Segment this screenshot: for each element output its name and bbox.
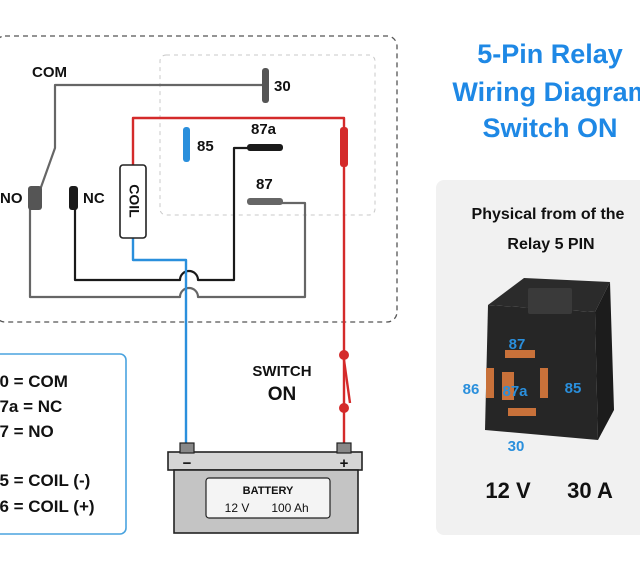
relay-cube xyxy=(485,278,614,440)
terminal-86 xyxy=(486,368,494,398)
spec-current: 30 A xyxy=(567,478,613,503)
terminal-30 xyxy=(508,408,536,416)
switch-arm xyxy=(342,359,352,404)
no-wire xyxy=(28,201,307,299)
red-wire xyxy=(131,116,346,455)
label-30: 30 xyxy=(274,78,291,95)
relay-boundary xyxy=(0,35,398,323)
com-wire xyxy=(38,83,262,191)
label-85: 85 xyxy=(197,138,214,155)
battery-lid xyxy=(167,451,363,471)
battery-capacity: 100 Ah xyxy=(271,501,308,515)
pin-nc xyxy=(69,186,78,210)
switch-top-contact xyxy=(339,350,349,360)
label-87: 87 xyxy=(256,176,273,193)
pin-87a xyxy=(247,144,283,151)
battery xyxy=(167,442,363,534)
legend-item: 87 = NO xyxy=(0,422,54,441)
pin-30 xyxy=(262,68,269,103)
title-line-1: 5-Pin Relay xyxy=(477,39,623,69)
terminal-87 xyxy=(505,350,535,358)
battery-voltage: 12 V xyxy=(225,501,250,515)
battery-label-plate xyxy=(205,477,331,519)
pin-red-top xyxy=(340,127,348,167)
phys-pin-87a: 87a xyxy=(502,383,528,400)
spec-voltage: 12 V xyxy=(485,478,531,503)
label-87a: 87a xyxy=(251,121,277,138)
coil-label: COIL xyxy=(126,184,142,218)
phys-pin-30: 30 xyxy=(508,438,525,455)
label-com: COM xyxy=(32,64,67,81)
switch-label: SWITCH xyxy=(252,363,311,380)
battery-terminal-plus xyxy=(336,442,352,454)
gray-wires xyxy=(28,83,307,299)
legend-item: 85 = COIL (-) xyxy=(0,471,90,490)
legend-box xyxy=(0,353,127,535)
pin-85 xyxy=(183,127,190,162)
switch-bottom-contact xyxy=(339,403,349,413)
terminal-87a xyxy=(502,372,514,400)
battery-terminal-minus xyxy=(179,442,195,454)
blue-wire xyxy=(131,238,188,455)
battery-minus: − xyxy=(183,455,192,472)
terminal-85 xyxy=(540,368,548,398)
switch xyxy=(339,350,352,413)
pin-87 xyxy=(247,198,283,205)
physical-title-line-2: Relay 5 PIN xyxy=(507,236,594,253)
battery-plus: + xyxy=(340,455,349,472)
coil-body xyxy=(119,164,147,239)
label-no: NO xyxy=(0,190,23,207)
nc-wire xyxy=(73,146,250,282)
relay-mount-tab xyxy=(528,288,572,314)
legend-item: 30 = COM xyxy=(0,372,68,391)
phys-pin-87: 87 xyxy=(509,336,526,353)
battery-name: BATTERY xyxy=(243,485,294,497)
title-line-2: Wiring Diagram xyxy=(452,77,640,107)
physical-title-line-1: Physical from of the xyxy=(472,206,625,223)
legend-item: 87a = NC xyxy=(0,397,62,416)
phys-pin-85: 85 xyxy=(565,380,582,397)
label-nc: NC xyxy=(83,190,105,207)
switch-state: ON xyxy=(268,384,297,405)
pin-no xyxy=(28,186,42,210)
relay-side-face xyxy=(595,282,614,440)
legend-item: 86 = COIL (+) xyxy=(0,497,95,516)
phys-pin-86: 86 xyxy=(463,381,480,398)
title-line-3: Switch ON xyxy=(482,113,617,143)
